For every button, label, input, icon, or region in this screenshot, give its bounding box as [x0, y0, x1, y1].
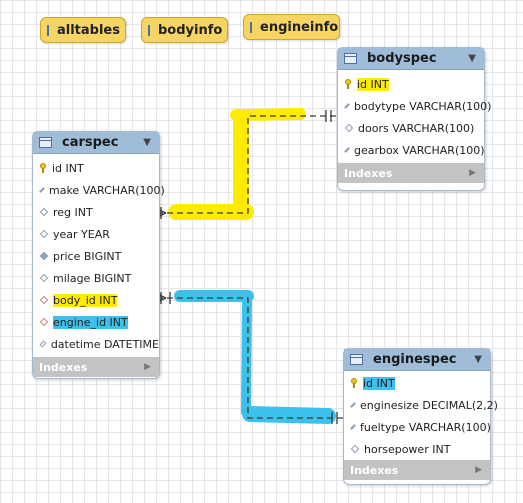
collapse-arrow-icon[interactable]: ▼	[143, 137, 151, 148]
column-diamond-icon	[344, 147, 350, 153]
column-diamond-icon	[344, 103, 350, 109]
column-diamond-icon	[350, 424, 356, 430]
table-title: enginespec	[373, 352, 457, 367]
column-row[interactable]: engine_id INT	[33, 311, 159, 333]
column-diamond-icon	[39, 207, 49, 217]
group-icon	[47, 24, 49, 36]
indexes-footer[interactable]: Indexes ▶	[33, 357, 159, 377]
primary-key-icon	[345, 79, 351, 89]
table-header[interactable]: enginespec ▼	[344, 349, 490, 371]
column-label: datetime DATETIME	[50, 337, 159, 351]
expand-arrow-icon[interactable]: ▶	[144, 362, 151, 372]
column-row[interactable]: datetime DATETIME	[33, 333, 159, 355]
table-icon	[344, 53, 357, 64]
table-header[interactable]: carspec ▼	[33, 132, 159, 154]
primary-key-icon	[351, 378, 357, 388]
column-label: bodytype VARCHAR(100)	[354, 99, 492, 113]
column-row[interactable]: gearbox VARCHAR(100)	[338, 139, 485, 161]
column-label: horsepower INT	[364, 442, 451, 456]
expand-arrow-icon[interactable]: ▶	[469, 168, 476, 178]
table-enginespec[interactable]: enginespec ▼ id INT enginesize DECIMAL(2…	[343, 348, 498, 485]
group-label: engineinfo	[260, 19, 339, 35]
group-label: bodyinfo	[158, 22, 223, 38]
table-title: bodyspec	[367, 51, 437, 66]
foreign-key-diamond-icon	[39, 295, 49, 305]
column-diamond-icon	[39, 187, 45, 193]
group-engineinfo[interactable]: engineinfo	[243, 14, 340, 40]
column-label: year YEAR	[53, 227, 110, 241]
column-row[interactable]: year YEAR	[33, 223, 159, 245]
column-row[interactable]: id INT	[338, 73, 484, 95]
column-label: reg INT	[53, 205, 93, 219]
group-icon	[148, 24, 150, 36]
column-label: engine_id INT	[53, 315, 128, 329]
column-diamond-icon	[39, 251, 49, 261]
collapse-arrow-icon[interactable]: ▼	[468, 53, 476, 64]
column-row[interactable]: body_id INT	[33, 289, 159, 311]
primary-key-icon	[40, 163, 46, 173]
column-label: id INT	[357, 77, 389, 91]
column-label: milage BIGINT	[53, 271, 132, 285]
highlight-yellow-stroke	[168, 108, 306, 220]
indexes-footer[interactable]: Indexes ▶	[338, 163, 484, 183]
column-label: price BIGINT	[53, 249, 122, 263]
column-row[interactable]: enginesize DECIMAL(2,2)	[344, 394, 498, 416]
table-bodyspec[interactable]: bodyspec ▼ id INT bodytype VARCHAR(100) …	[337, 47, 491, 191]
column-label: enginesize DECIMAL(2,2)	[360, 398, 498, 412]
column-row[interactable]: price BIGINT	[33, 245, 159, 267]
collapse-arrow-icon[interactable]: ▼	[474, 354, 482, 365]
column-diamond-icon	[39, 229, 49, 239]
indexes-footer[interactable]: Indexes ▶	[344, 460, 490, 480]
column-row[interactable]: id INT	[33, 157, 159, 179]
column-label: make VARCHAR(100)	[49, 183, 165, 197]
column-label: fueltype VARCHAR(100)	[360, 420, 491, 434]
column-diamond-icon	[39, 273, 49, 283]
column-row[interactable]: horsepower INT	[344, 438, 490, 460]
highlight-blue-stroke	[174, 290, 336, 424]
column-diamond-icon	[350, 402, 356, 408]
group-label: alltables	[57, 22, 120, 38]
group-icon	[250, 21, 252, 33]
column-diamond-icon	[344, 123, 354, 133]
foreign-key-diamond-icon	[39, 317, 49, 327]
column-diamond-icon	[350, 444, 360, 454]
column-label: body_id INT	[53, 293, 118, 307]
column-label: gearbox VARCHAR(100)	[354, 143, 485, 157]
indexes-label: Indexes	[350, 463, 399, 477]
group-alltables[interactable]: alltables	[40, 17, 126, 43]
table-header[interactable]: bodyspec ▼	[338, 48, 484, 70]
column-diamond-icon	[39, 340, 47, 348]
column-row[interactable]: milage BIGINT	[33, 267, 159, 289]
table-icon	[350, 354, 363, 365]
table-carspec[interactable]: carspec ▼ id INT make VARCHAR(100) reg I…	[32, 131, 165, 379]
column-row[interactable]: fueltype VARCHAR(100)	[344, 416, 491, 438]
column-label: id INT	[363, 376, 395, 390]
column-row[interactable]: reg INT	[33, 201, 159, 223]
column-row[interactable]: id INT	[344, 372, 490, 394]
group-bodyinfo[interactable]: bodyinfo	[141, 17, 228, 43]
table-title: carspec	[62, 135, 119, 150]
indexes-label: Indexes	[39, 360, 88, 374]
column-row[interactable]: make VARCHAR(100)	[33, 179, 165, 201]
column-row[interactable]: doors VARCHAR(100)	[338, 117, 484, 139]
column-row[interactable]: bodytype VARCHAR(100)	[338, 95, 491, 117]
table-icon	[39, 137, 52, 148]
column-label: id INT	[52, 161, 84, 175]
column-label: doors VARCHAR(100)	[358, 121, 475, 135]
expand-arrow-icon[interactable]: ▶	[475, 465, 482, 475]
indexes-label: Indexes	[344, 166, 393, 180]
